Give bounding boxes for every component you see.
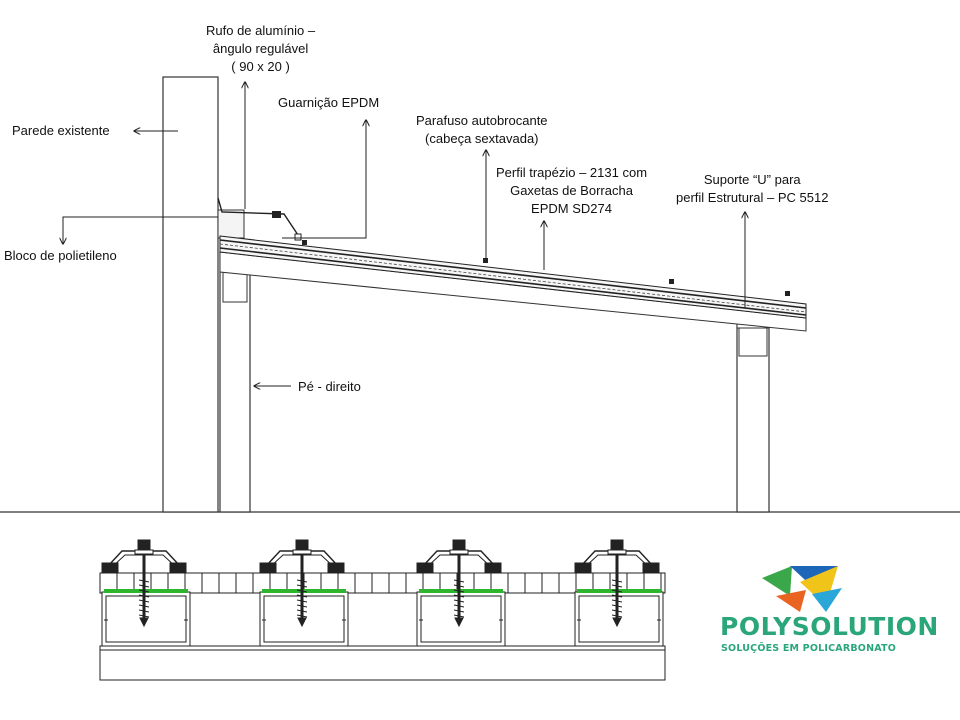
profile-unit <box>101 539 191 647</box>
right-post-box <box>738 327 768 357</box>
arrow-bloco <box>63 216 218 244</box>
structural-beam <box>219 251 807 332</box>
label-parede: Parede existente <box>12 123 110 138</box>
left-post-top-box <box>222 269 248 303</box>
aluminum-flashing <box>217 197 301 239</box>
label-parafuso: Parafuso autobrocante(cabeça sextavada) <box>416 113 548 146</box>
profile-unit <box>416 539 506 647</box>
brand-tagline: SOLUÇÕES EM POLICARBONATO <box>721 643 896 654</box>
polyethylene-block <box>217 209 245 239</box>
cross-section-detail <box>99 539 666 681</box>
label-bloco: Bloco de polietileno <box>4 248 117 263</box>
logo-mark <box>762 566 842 612</box>
arrow-guarnicao <box>282 120 366 239</box>
brand-name: POLYSOLUTION <box>720 612 939 641</box>
existing-wall <box>162 76 219 513</box>
profile-unit <box>574 539 664 647</box>
label-guarnicao: Guarnição EPDM <box>278 95 380 110</box>
base-plate <box>99 645 666 681</box>
profile-unit <box>259 539 349 647</box>
label-rufo: Rufo de alumínio –ângulo regulável( 90 x… <box>206 23 316 74</box>
label-pe: Pé - direito <box>298 379 361 394</box>
